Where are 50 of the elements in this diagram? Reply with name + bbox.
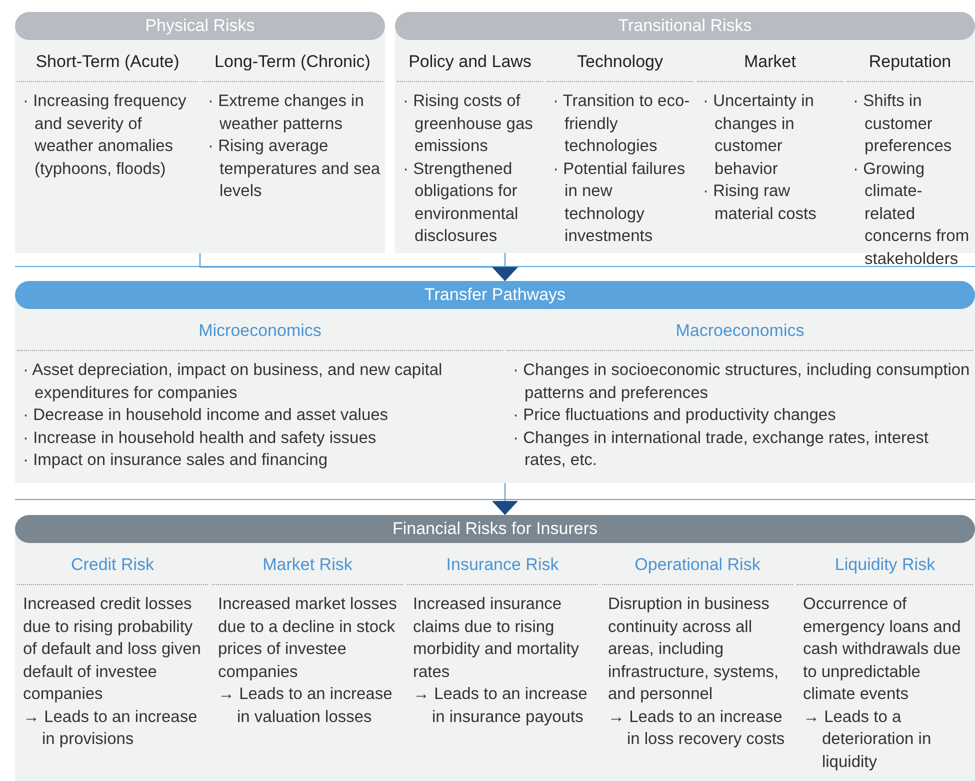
column-heading: Macroeconomics (507, 309, 973, 351)
bullet-text: · Asset depreciation, impact on business, and new capital expenditures for companies (23, 360, 444, 404)
bullet-text: · Shifts in customer preferences (853, 91, 953, 157)
bullet-text: · Decrease in household income and asset values (23, 405, 390, 426)
column-heading: Technology (547, 40, 693, 82)
bullet-text: · Extreme changes in weather patterns (208, 91, 365, 134)
bullet-text: · Uncertainty in changes in customer behavior (703, 91, 815, 180)
column-heading: Market (697, 40, 843, 82)
bullet-text: · Impact on insurance sales and financing (23, 450, 329, 471)
bullet-text: · Increasing frequency and severity of weather anomalies (typhoons, floods) (23, 91, 188, 180)
bullet-text: · Rising costs of greenhouse gas emissions (403, 91, 534, 157)
risk-panel (15, 281, 975, 483)
bullet-text: · Increase in household health and safety issues (23, 428, 378, 448)
result-text: → Leads to an increase in insurance payouts (413, 684, 588, 728)
result-text: → Leads to an increase in valuation losses (218, 684, 394, 728)
risk-panel (15, 12, 385, 253)
section-header-bar: Transfer Pathways (15, 281, 975, 309)
column-heading: Market Risk (212, 543, 403, 585)
column-heading: Long-Term (Chronic) (202, 40, 383, 82)
down-arrow (492, 253, 518, 281)
result-text: → Leads to an increase in provisions (23, 706, 198, 750)
section-header-bar: Physical Risks (15, 12, 385, 40)
description-text: Increased insurance claims due to rising morbidity and mortality rates (413, 594, 580, 682)
section-header-bar: Financial Risks for Insurers (15, 515, 975, 543)
bullet-text: · Changes in socioeconomic structures, including consumption patterns and preferences (513, 360, 971, 404)
bullet-text: · Transition to eco-friendly technologies (553, 91, 691, 157)
risk-panel (15, 515, 975, 781)
column-heading: Short-Term (Acute) (17, 40, 198, 82)
column-heading: Liquidity Risk (797, 543, 973, 585)
down-arrow (492, 483, 518, 515)
bullet-text: · Potential failures in new technology investments (553, 158, 686, 247)
description-text: Occurrence of emergency loans and cash withdrawals due to unpredictable climate events (803, 594, 962, 705)
description-text: Increased credit losses due to rising probability of default and loss given default of investee companies (23, 594, 202, 705)
bullet-text: · Rising raw material costs (703, 181, 818, 224)
description-text: Disruption in business continuity across all areas, including infrastructure, systems, and personnel (608, 594, 780, 705)
description-text: Increased market losses due to a decline in stock prices of investee companies (218, 594, 398, 682)
bullet-text: · Strengthened obligations for environmental disclosures (403, 158, 520, 247)
column-heading: Microeconomics (17, 309, 503, 351)
result-text: → Leads to an increase in loss recovery costs (608, 706, 786, 750)
column-heading: Policy and Laws (397, 40, 543, 82)
bullet-text: · Growing climate-related concerns from stakeholders (853, 158, 970, 270)
section-header-bar: Transitional Risks (395, 12, 975, 40)
column-heading: Credit Risk (17, 543, 208, 585)
bullet-text: · Price fluctuations and productivity changes (513, 405, 837, 426)
column-heading: Operational Risk (602, 543, 793, 585)
column-heading: Reputation (847, 40, 973, 82)
result-text: → Leads to a deterioration in liquidity (803, 706, 932, 772)
column-heading: Insurance Risk (407, 543, 598, 585)
bullet-text: · Changes in international trade, exchange rates, interest rates, etc. (513, 428, 930, 471)
bullet-text: · Rising average temperatures and sea levels (208, 136, 381, 202)
